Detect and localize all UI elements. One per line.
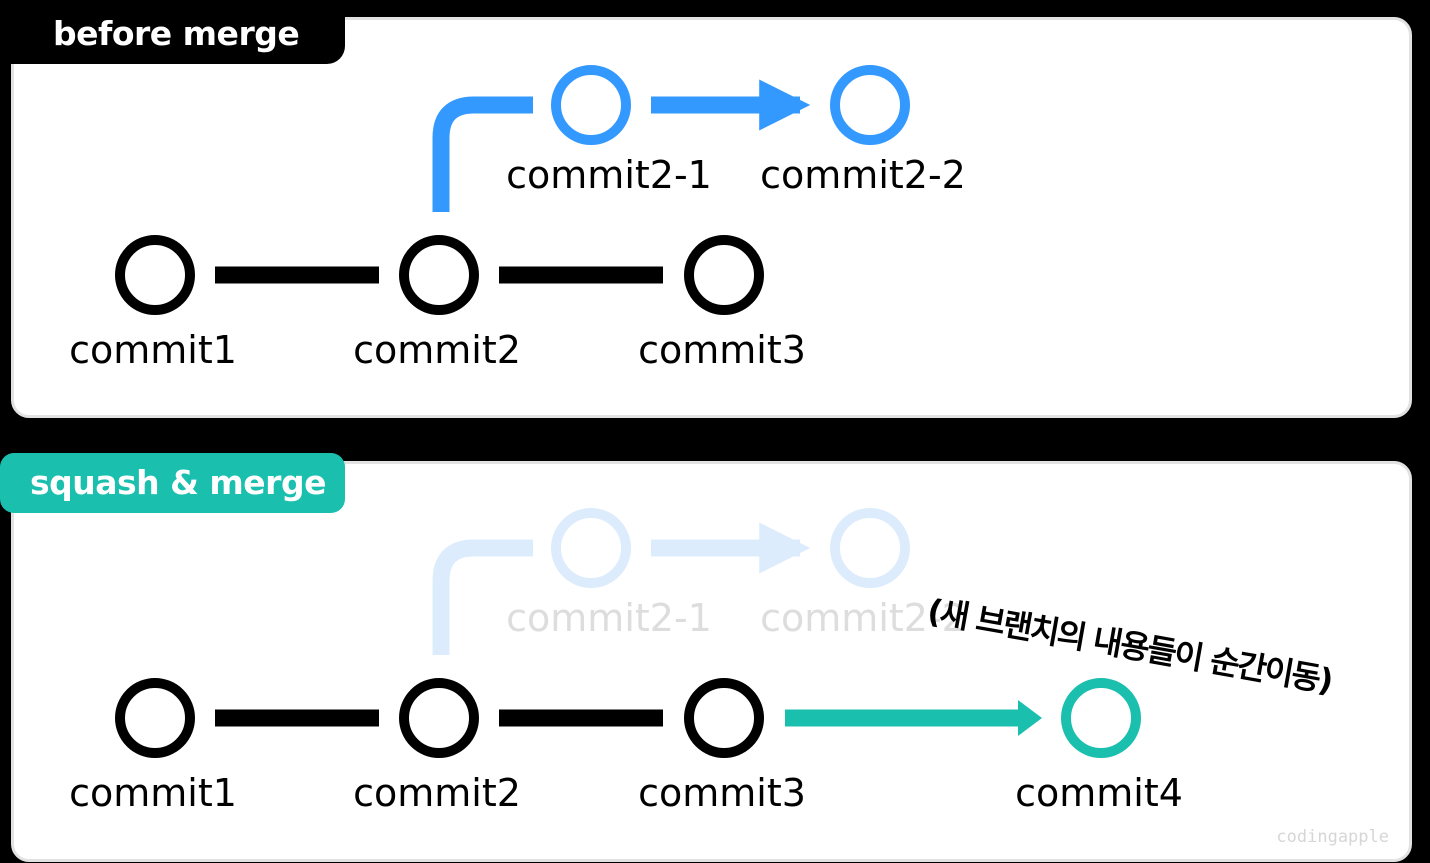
faded-commit2-2-label: commit2-2	[760, 596, 966, 640]
commit3-label: commit3	[638, 771, 806, 815]
commit2-2-label: commit2-2	[760, 153, 966, 197]
before-main-graph: commit1 commit2 commit3	[69, 235, 806, 372]
faded-commit2-2-node	[830, 508, 910, 588]
commit2-1-label: commit2-1	[506, 153, 712, 197]
squash-merge-panel	[11, 461, 1412, 862]
squash-main-graph: commit1 commit2 commit3 commit4	[69, 678, 1183, 815]
commit3-label: commit3	[638, 328, 806, 372]
commit2-label: commit2	[353, 328, 521, 372]
commit2-2-node	[830, 65, 910, 145]
before-merge-panel	[11, 17, 1412, 418]
commit4-label: commit4	[1015, 771, 1183, 815]
faded-branch-connector	[432, 539, 533, 655]
commit2-node	[399, 235, 479, 315]
before-branch-graph: commit2-1 commit2-2	[432, 65, 966, 212]
commit1-label: commit1	[69, 771, 237, 815]
commit1-label: commit1	[69, 328, 237, 372]
commit2-1-node	[551, 65, 631, 145]
watermark: codingapple	[1276, 827, 1389, 847]
commit2-label: commit2	[353, 771, 521, 815]
commit1-node	[115, 235, 195, 315]
teleport-note: (새 브랜치의 내용들이 순간이동)	[925, 591, 1335, 700]
squash-arrowhead	[1018, 700, 1042, 736]
commit3-node	[684, 235, 764, 315]
commit2-node	[399, 678, 479, 758]
branch-connector	[432, 96, 533, 212]
squash-branch-graph-faded: commit2-1 commit2-2	[432, 508, 966, 655]
squash-merge-tag: squash & merge	[0, 453, 345, 513]
commit3-node	[684, 678, 764, 758]
faded-commit2-1-label: commit2-1	[506, 596, 712, 640]
before-merge-tag: before merge	[0, 4, 345, 64]
commit1-node	[115, 678, 195, 758]
commit4-node	[1061, 678, 1141, 758]
faded-commit2-1-node	[551, 508, 631, 588]
